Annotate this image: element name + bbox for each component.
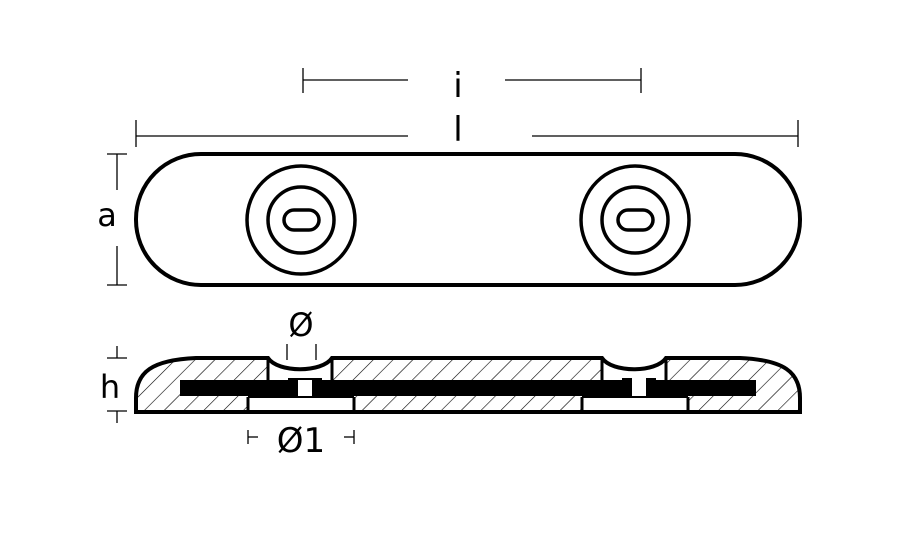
label-a: a xyxy=(97,196,117,234)
dimension-a: a xyxy=(97,153,127,286)
mounting-hole-left xyxy=(245,164,357,276)
mounting-hole-right xyxy=(579,164,691,276)
label-d: Ø xyxy=(288,306,313,344)
top-view xyxy=(134,152,802,287)
dimension-d1: Ø1 xyxy=(247,421,355,461)
insert-bar xyxy=(180,378,756,398)
label-h: h xyxy=(100,368,120,406)
section-view xyxy=(134,356,802,414)
dimension-h: h xyxy=(100,346,127,423)
label-d1: Ø1 xyxy=(277,421,325,461)
dimension-i: i xyxy=(302,66,642,106)
dimension-l: l xyxy=(135,110,799,150)
dimension-d: Ø xyxy=(286,306,317,360)
label-l: l xyxy=(453,110,462,150)
label-i: i xyxy=(453,66,462,106)
